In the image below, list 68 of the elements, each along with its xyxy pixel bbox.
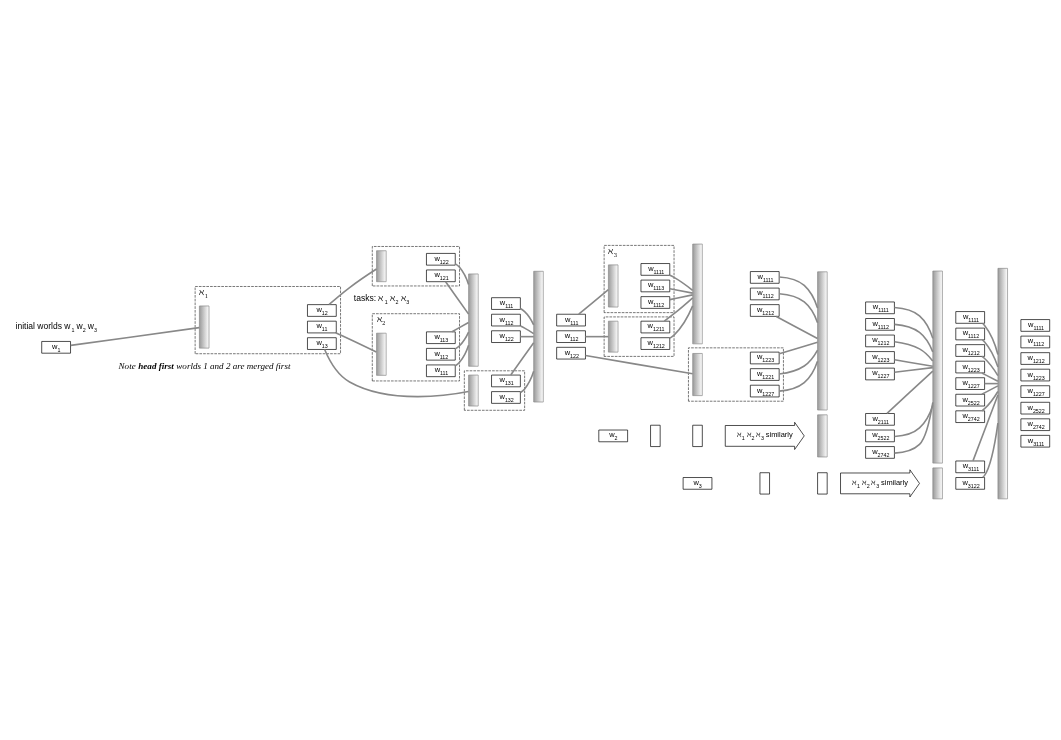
connector <box>893 404 934 438</box>
connector <box>328 268 378 306</box>
node-bar <box>376 332 387 376</box>
connector <box>444 281 470 315</box>
cluster <box>372 246 460 287</box>
label: tasks: ℵ$_{1}$ ℵ$_{2}$ ℵ$_{3}$ <box>353 293 410 306</box>
connector <box>981 339 999 368</box>
node-bar <box>932 467 943 500</box>
connector <box>775 315 819 340</box>
node-bar <box>468 273 479 367</box>
connector <box>509 341 535 376</box>
connector <box>519 307 535 326</box>
connector <box>893 340 934 362</box>
connector <box>982 422 999 479</box>
cluster <box>688 347 784 402</box>
connector <box>893 366 934 374</box>
connector <box>454 331 470 350</box>
node-bar <box>376 250 387 283</box>
node-bar <box>692 243 703 345</box>
connector <box>663 297 694 322</box>
node-box <box>817 472 828 495</box>
connector <box>981 355 999 377</box>
connector <box>893 401 934 454</box>
connector <box>981 385 999 396</box>
cluster <box>603 316 675 357</box>
node-bar <box>468 374 479 407</box>
node-bar <box>997 268 1008 500</box>
node-bar <box>932 270 943 464</box>
connector <box>454 263 470 286</box>
label: Note head first worlds 1 and 2 are merged first <box>118 361 291 372</box>
connector <box>778 349 819 375</box>
node-bar <box>608 264 619 308</box>
connector <box>778 360 819 392</box>
node-bar <box>608 320 619 353</box>
cluster <box>464 370 525 411</box>
connector <box>972 394 999 462</box>
connector <box>519 325 535 335</box>
connector <box>778 293 819 324</box>
connector <box>893 359 934 368</box>
connector <box>669 287 694 294</box>
connector <box>893 306 934 340</box>
connector <box>335 332 378 353</box>
node-box <box>759 472 770 495</box>
connector <box>69 326 200 347</box>
connector <box>778 276 819 309</box>
connector <box>669 274 694 292</box>
node-bar <box>692 353 703 396</box>
node-box <box>692 424 703 447</box>
node-bar <box>817 271 828 411</box>
node-bar <box>817 414 828 458</box>
label: initial worlds w$_{1}$ w$_{2}$ w$_{3}$ <box>15 320 97 333</box>
connector <box>886 370 934 415</box>
connector <box>584 335 610 338</box>
connector <box>519 370 535 394</box>
connector <box>451 321 470 333</box>
connector <box>669 305 694 339</box>
connector <box>981 390 999 412</box>
connector <box>893 323 934 353</box>
connector <box>981 322 999 356</box>
node-bar <box>533 270 544 403</box>
connector <box>778 341 819 355</box>
connector <box>454 344 470 367</box>
connector <box>669 294 694 301</box>
node-bar <box>199 305 210 349</box>
connector <box>577 288 610 315</box>
node-box <box>650 424 661 447</box>
connector <box>584 354 694 375</box>
connector <box>323 348 470 398</box>
